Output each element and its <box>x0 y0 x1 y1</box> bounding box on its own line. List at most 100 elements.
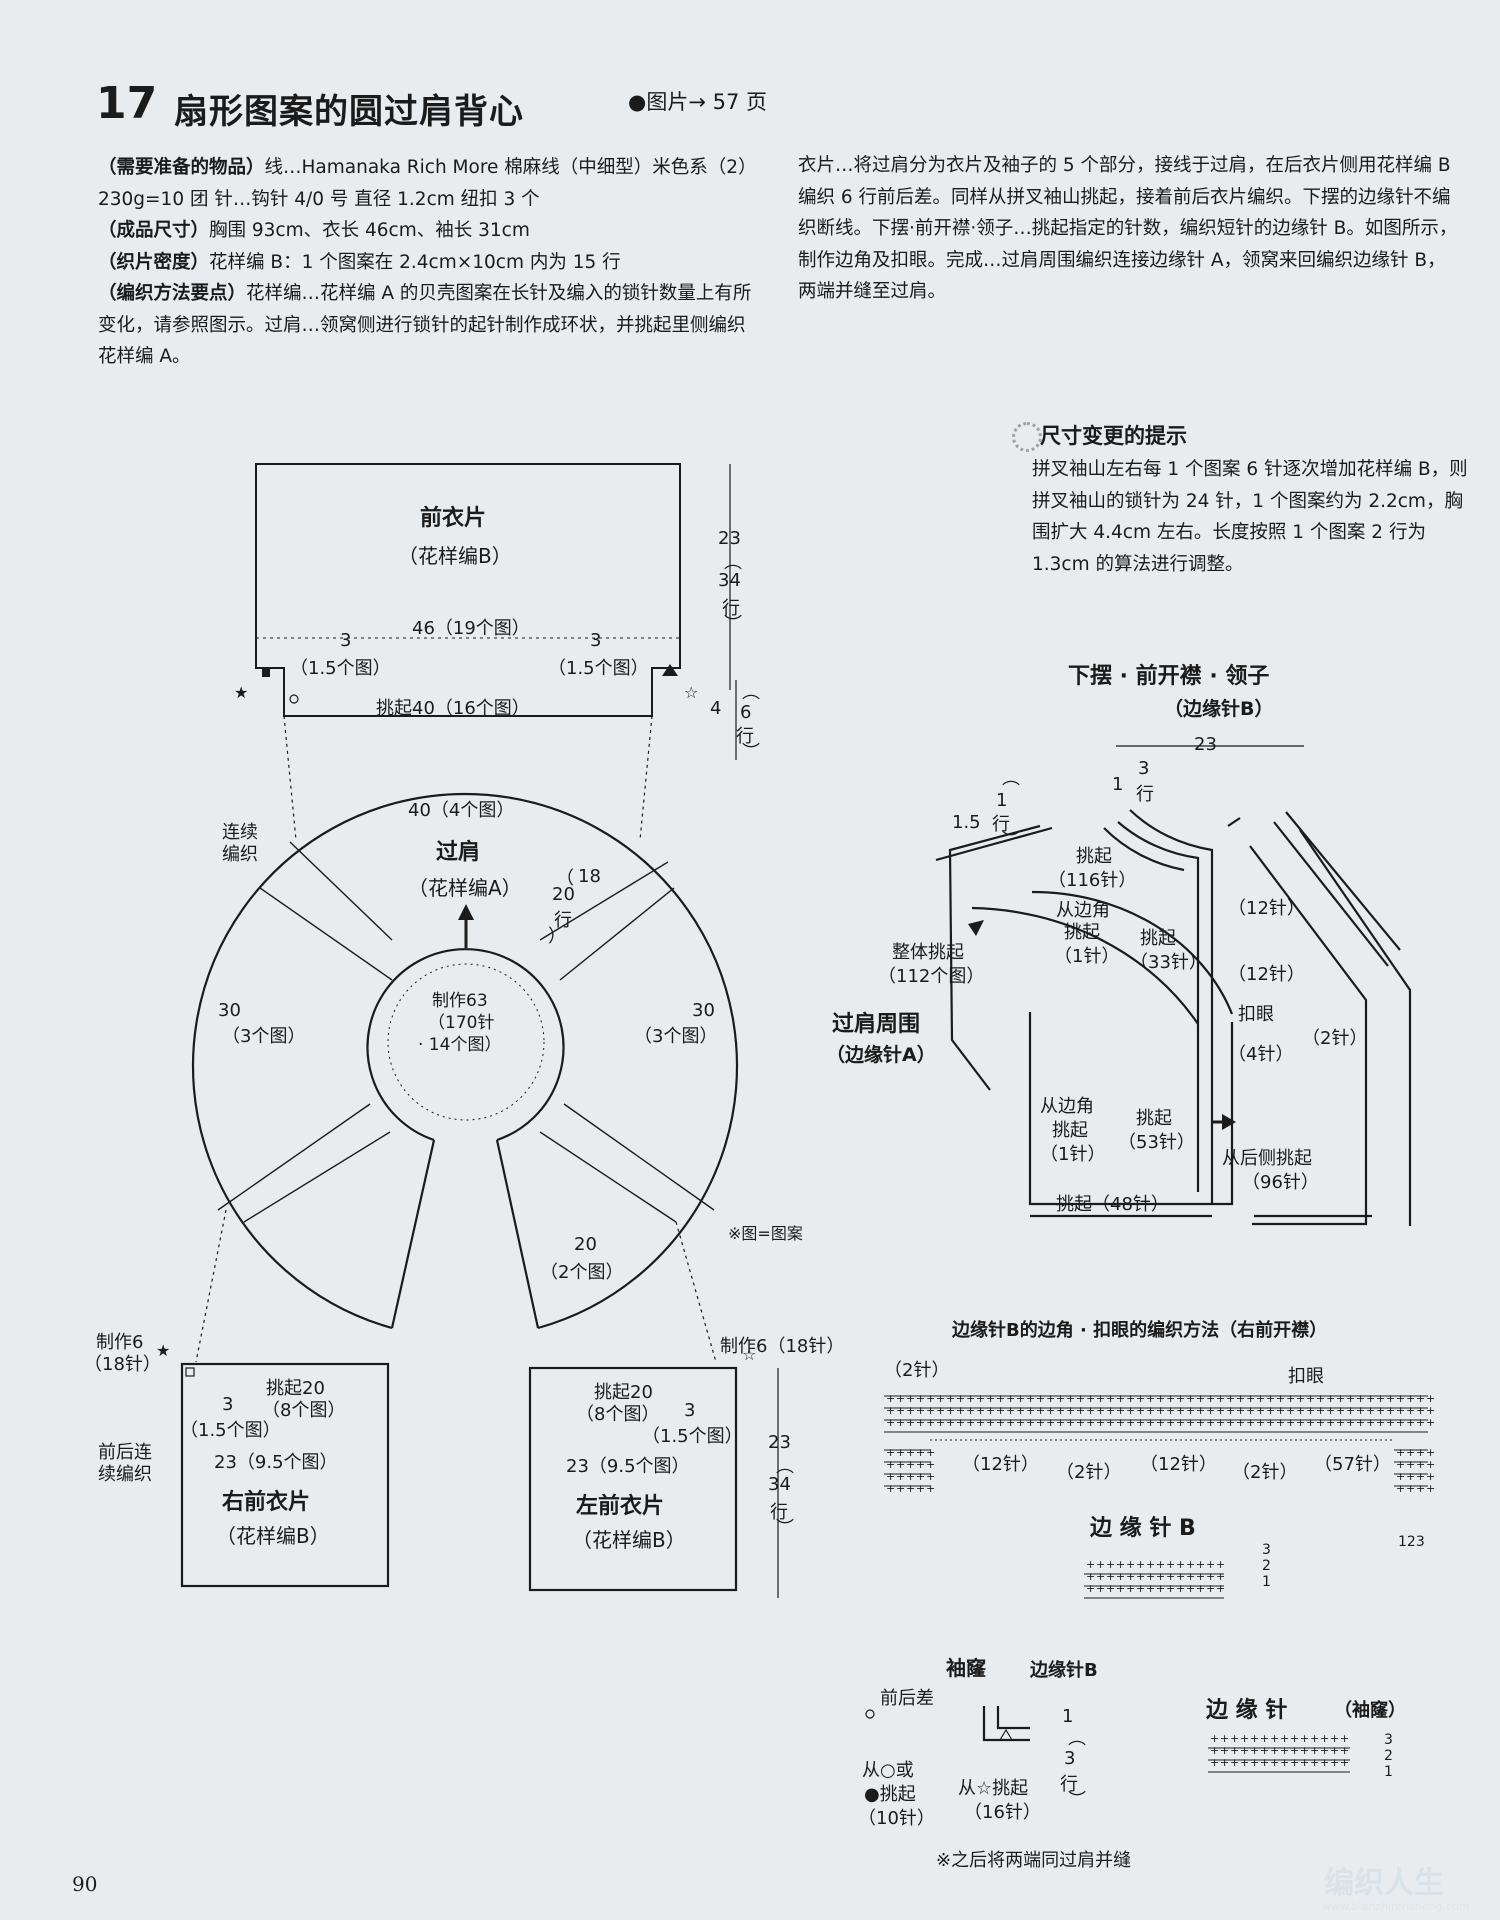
right-front-side: 3 <box>222 1394 234 1415</box>
armhole-rows-num: 3 <box>1064 1748 1076 1769</box>
yoke-inner-dashed <box>387 963 545 1121</box>
svg-text:+: + <box>1206 1582 1215 1595</box>
back-pickup: 挑起40（16个图） <box>376 698 530 719</box>
svg-text:+: + <box>916 1470 925 1483</box>
svg-text:+: + <box>1300 1756 1309 1769</box>
yoke-spoke-3 <box>217 1103 371 1211</box>
svg-text:★: ★ <box>234 683 248 702</box>
svg-text:+: + <box>1220 1756 1229 1769</box>
svg-text:+: + <box>1096 1392 1105 1405</box>
svg-text:+: + <box>926 1470 935 1483</box>
armhole-edge-sub: （袖窿） <box>1334 1700 1406 1721</box>
svg-text:+: + <box>986 1416 995 1429</box>
svg-text:+: + <box>896 1416 905 1429</box>
svg-text:+: + <box>946 1416 955 1429</box>
svg-text:+: + <box>1106 1582 1115 1595</box>
yoke-right-30-pattern: （3个图） <box>634 1026 718 1047</box>
svg-text:+: + <box>1136 1558 1145 1571</box>
svg-text:+: + <box>1406 1392 1415 1405</box>
svg-text:+: + <box>1286 1416 1295 1429</box>
svg-text:+: + <box>966 1404 975 1417</box>
svg-text:+: + <box>1306 1404 1315 1417</box>
armhole-rows-close: ） <box>1065 1790 1086 1808</box>
svg-text:+: + <box>1156 1558 1165 1571</box>
svg-text:+: + <box>1316 1392 1325 1405</box>
svg-text:+: + <box>966 1416 975 1429</box>
svg-text:+: + <box>886 1482 895 1495</box>
svg-text:+: + <box>1136 1416 1145 1429</box>
svg-text:+: + <box>1210 1756 1219 1769</box>
chart-b-rows: 123 <box>1398 1534 1425 1550</box>
up-arrow-icon <box>458 904 474 948</box>
back-step-rows-unit: 行 <box>736 726 754 747</box>
svg-text:+: + <box>1296 1416 1305 1429</box>
svg-text:+: + <box>1196 1404 1205 1417</box>
materials-para: （需要准备的物品）线…Hamanaka Rich More 棉麻线（中细型）米色… <box>98 152 758 215</box>
yoke-group <box>191 792 739 1330</box>
svg-text:+: + <box>1146 1570 1155 1583</box>
armhole-n1: 1 <box>1062 1706 1074 1727</box>
svg-text:+: + <box>1046 1416 1055 1429</box>
flower-icon <box>1012 422 1042 452</box>
svg-text:+: + <box>986 1404 995 1417</box>
right-front-panel <box>180 1362 390 1588</box>
svg-text:+: + <box>1186 1558 1195 1571</box>
svg-text:+: + <box>1276 1416 1285 1429</box>
svg-text:+: + <box>1340 1744 1349 1757</box>
hem-width: 23 <box>1194 734 1217 755</box>
svg-text:+: + <box>916 1416 925 1429</box>
svg-text:+: + <box>1246 1404 1255 1417</box>
back-step-rows-num: 6 <box>740 702 752 723</box>
gauge-label: （织片密度） <box>98 251 210 273</box>
hem-n15: 1.5 <box>952 812 981 833</box>
svg-text:+: + <box>1176 1570 1185 1583</box>
hem-pick116-2: （116针） <box>1048 870 1137 891</box>
svg-text:+: + <box>1426 1404 1435 1417</box>
svg-text:+: + <box>886 1416 895 1429</box>
svg-text:+: + <box>1186 1582 1195 1595</box>
armhole-note: ※之后将两端同过肩并缝 <box>936 1850 1132 1871</box>
svg-text:+: + <box>1256 1392 1265 1405</box>
svg-text:+: + <box>1280 1744 1289 1757</box>
svg-text:+: + <box>1196 1416 1205 1429</box>
svg-text:+: + <box>1086 1404 1095 1417</box>
svg-text:+: + <box>936 1392 945 1405</box>
svg-text:+: + <box>926 1446 935 1459</box>
svg-text:+: + <box>976 1416 985 1429</box>
armhole-edge-title: 边 缘 针 <box>1206 1698 1288 1723</box>
materials-block: （需要准备的物品）线…Hamanaka Rich More 棉麻线（中细型）米色… <box>98 152 758 373</box>
back-height-rows-num: 34 <box>718 570 741 591</box>
svg-text:+: + <box>916 1446 925 1459</box>
svg-text:+: + <box>1176 1392 1185 1405</box>
svg-text:+: + <box>1416 1446 1425 1459</box>
svg-text:+: + <box>906 1416 915 1429</box>
yoke-side-rows-open: （ <box>556 868 574 889</box>
size-para: （成品尺寸）胸围 93cm、衣长 46cm、袖长 31cm <box>98 215 758 247</box>
svg-text:+: + <box>1056 1416 1065 1429</box>
svg-text:+: + <box>1326 1404 1335 1417</box>
svg-text:+: + <box>1126 1570 1135 1583</box>
size-text: 胸围 93cm、衣长 46cm、袖长 31cm <box>209 220 530 241</box>
svg-text:+: + <box>1096 1570 1105 1583</box>
svg-text:☆: ☆ <box>742 1345 756 1364</box>
svg-text:+: + <box>1330 1744 1339 1757</box>
svg-text:+: + <box>886 1470 895 1483</box>
svg-text:+: + <box>1340 1756 1349 1769</box>
right-front-make-1: 制作6 <box>96 1332 144 1353</box>
svg-text:+: + <box>1356 1404 1365 1417</box>
svg-text:+: + <box>1146 1416 1155 1429</box>
left-front-width: 23（9.5个图） <box>566 1456 690 1477</box>
svg-text:+: + <box>926 1458 935 1471</box>
svg-text:+: + <box>996 1392 1005 1405</box>
svg-text:+: + <box>1126 1558 1135 1571</box>
svg-text:+: + <box>906 1392 915 1405</box>
hem-back-pick-1: 从后侧挑起 <box>1222 1148 1312 1169</box>
svg-text:+: + <box>1226 1404 1235 1417</box>
hem-st12a: （12针） <box>1228 898 1305 919</box>
svg-text:+: + <box>926 1482 935 1495</box>
yoke-spoke-6 <box>539 1131 677 1223</box>
yoke-right-30: 30 <box>692 1000 715 1021</box>
yoke-side-rows-close: ） <box>548 926 566 947</box>
svg-text:+: + <box>1236 1392 1245 1405</box>
svg-text:+: + <box>1166 1582 1175 1595</box>
